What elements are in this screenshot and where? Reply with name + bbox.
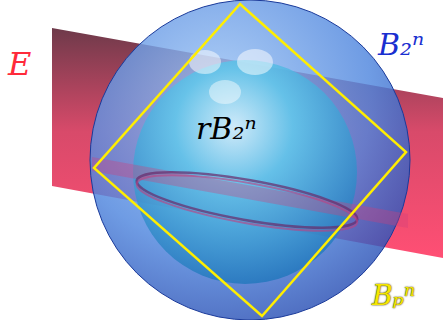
highlight: [189, 50, 221, 74]
ball-label: B₂ⁿ: [378, 30, 424, 60]
plane-label: E: [8, 48, 31, 80]
outer-ball: [90, 0, 410, 320]
highlight: [209, 80, 241, 104]
section-ring: [133, 164, 361, 242]
section-ring: [133, 161, 361, 239]
inner-ball-label: rB₂ⁿ: [196, 114, 257, 144]
lp-ball-outline: [94, 4, 406, 316]
lp-ball-label: Bₚⁿ: [372, 282, 415, 310]
highlight: [237, 49, 273, 75]
plane-section: [92, 157, 408, 228]
